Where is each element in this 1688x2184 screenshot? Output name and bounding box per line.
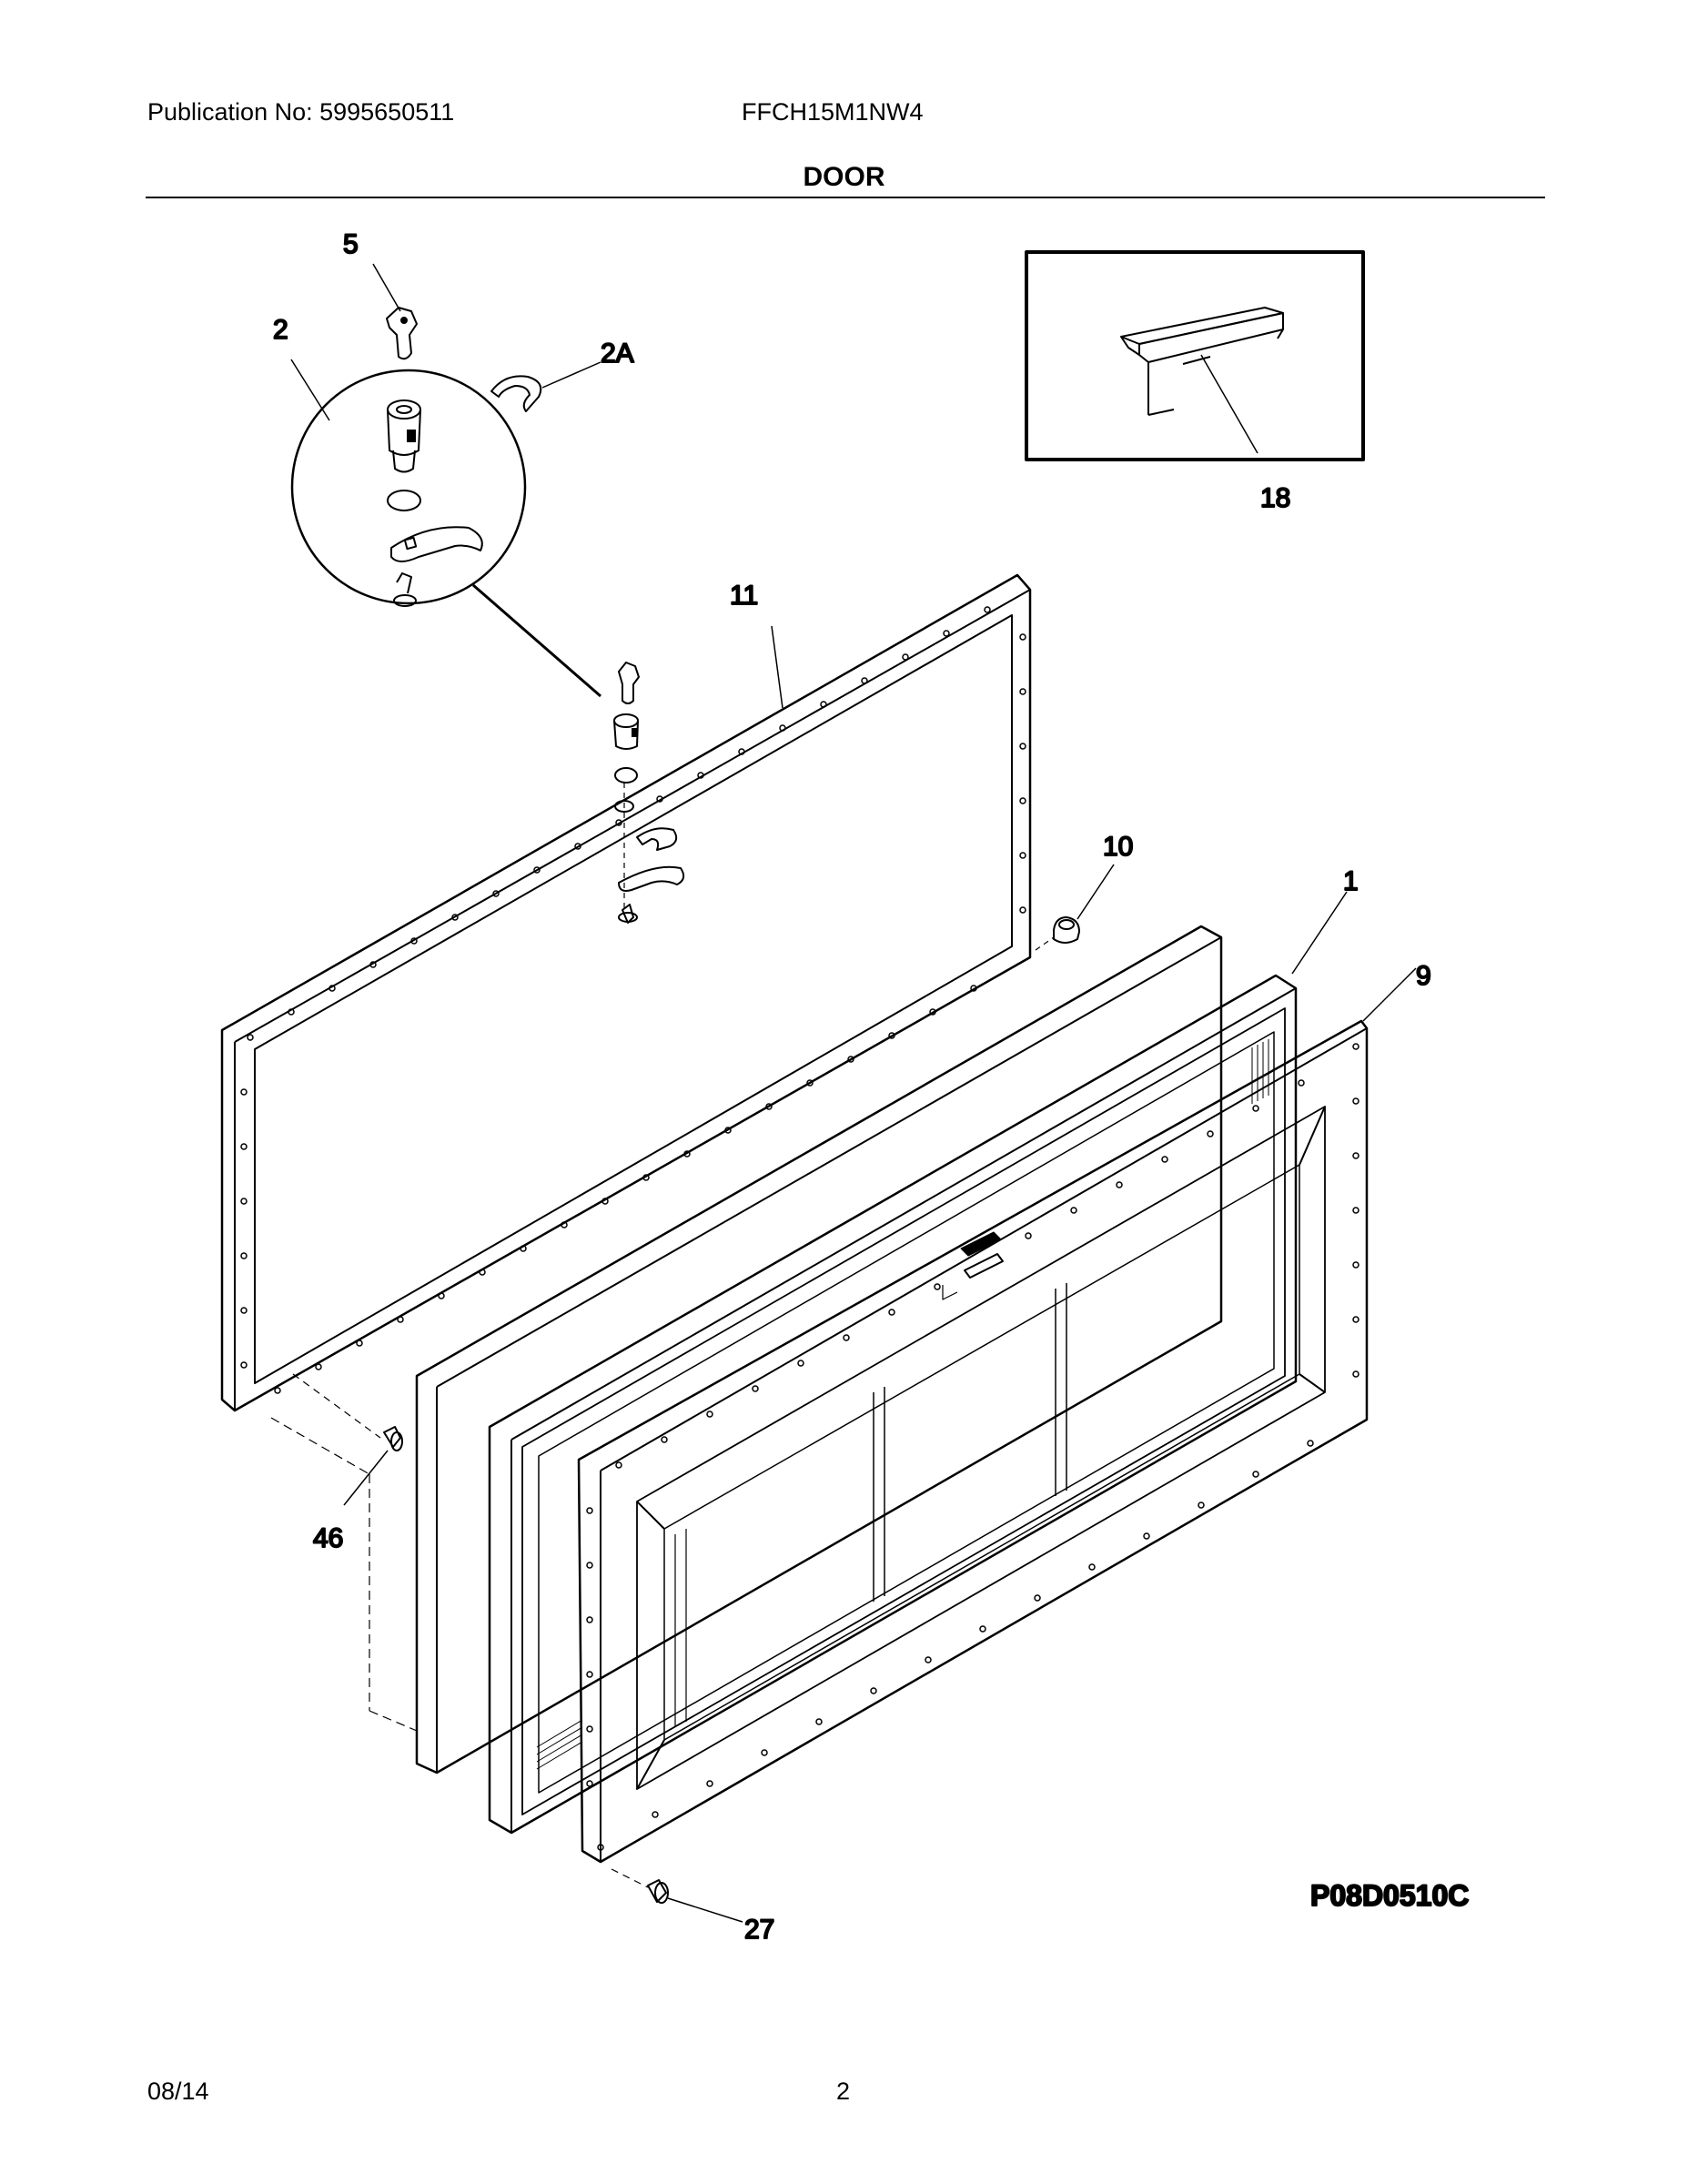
part-9-liner	[577, 967, 1417, 1864]
part-27-screw	[611, 1868, 743, 1923]
part-2A-clip	[490, 361, 601, 412]
callout-9: 9	[1416, 961, 1431, 991]
leader-1	[1291, 891, 1348, 975]
callout-5: 5	[343, 229, 359, 259]
part-1-gasket	[488, 891, 1348, 1835]
callout-2A: 2A	[601, 339, 634, 369]
callout-18: 18	[1260, 483, 1290, 513]
callout-1: 1	[1343, 866, 1359, 896]
detail-circle	[290, 369, 527, 605]
leader-18	[1200, 354, 1258, 454]
footer-date: 08/14	[147, 2078, 209, 2105]
diagram-code: P08D0510C	[1310, 1879, 1469, 1912]
o-ring	[387, 490, 421, 511]
part-10-bumper	[1035, 864, 1115, 951]
part-18-top	[1120, 307, 1284, 345]
callout-2: 2	[273, 315, 288, 345]
part-11-back-frame	[220, 573, 1032, 1412]
inset-part-18	[1025, 250, 1365, 461]
callout-46: 46	[313, 1523, 343, 1553]
lock-cylinder	[387, 399, 421, 473]
callout-11: 11	[730, 581, 758, 611]
publication-number: Publication No: 5995650511	[147, 98, 455, 126]
model-number: FFCH15M1NW4	[742, 98, 924, 126]
section-title: DOOR	[803, 162, 885, 192]
callout-27: 27	[744, 1915, 774, 1945]
leader-2	[290, 359, 330, 421]
header-rule	[146, 197, 1545, 198]
lock-screw	[396, 572, 412, 594]
part-18-front	[1138, 312, 1284, 363]
callout-10: 10	[1103, 832, 1133, 862]
leader-9	[1362, 967, 1417, 1022]
insulation-slab	[415, 925, 1223, 1774]
cam-latch	[390, 526, 483, 562]
mounted-lock-parts	[613, 662, 685, 924]
inset-frame	[1025, 250, 1365, 461]
lock-detail-circle	[290, 369, 601, 698]
part-46-screw	[270, 1373, 418, 1732]
page-number: 2	[836, 2078, 851, 2105]
leader-11	[771, 625, 783, 709]
detail-leader	[472, 583, 601, 698]
part-5-key	[372, 263, 418, 360]
